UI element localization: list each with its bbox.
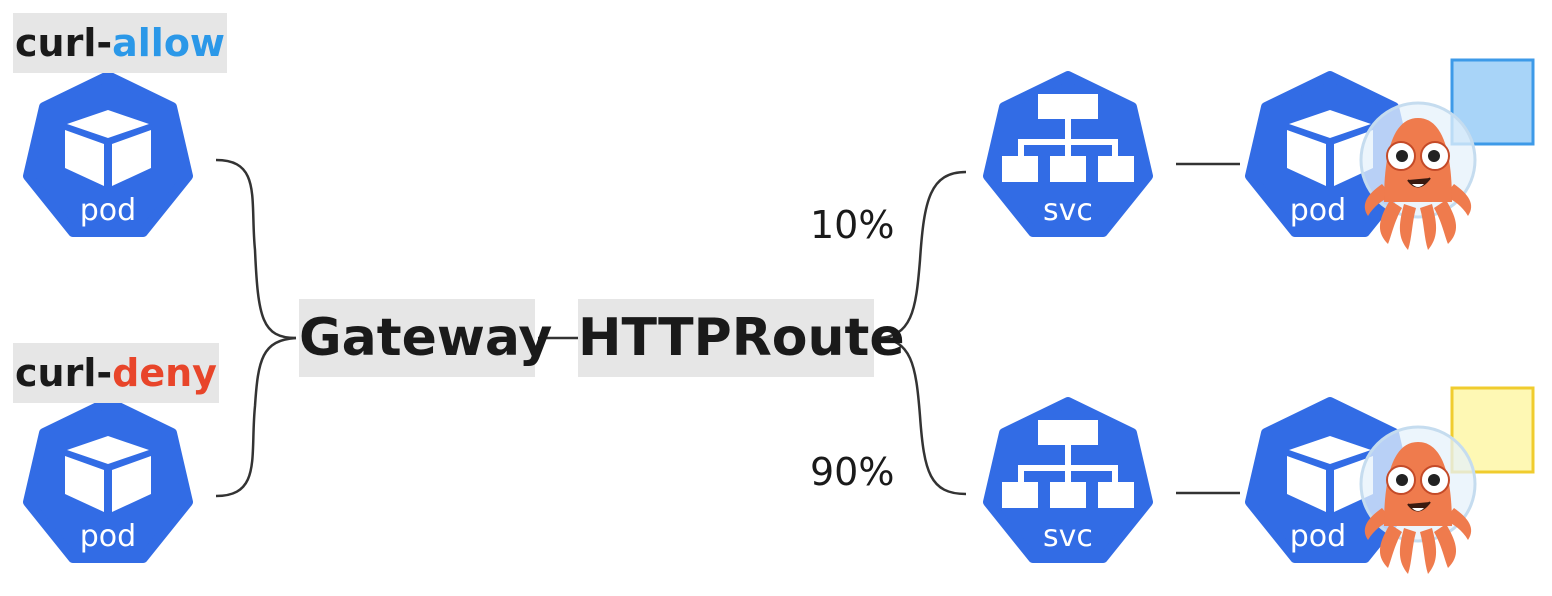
- edge-curl-allow-to-gateway: [215, 158, 297, 340]
- edge-httproute-to-svc-90: [875, 336, 967, 496]
- edge-httproute-to-svc-10: [875, 170, 967, 340]
- client-label-curl-deny: curl-deny: [13, 343, 219, 403]
- argo-octopus-icon: [1359, 101, 1477, 252]
- client-label-prefix: curl-: [15, 21, 113, 65]
- client-label-curl-allow: curl-allow: [13, 13, 228, 73]
- client-label-prefix: curl-: [15, 351, 113, 395]
- pod-label-target-10: pod: [1290, 193, 1346, 228]
- connector-lines: [215, 158, 1240, 498]
- gateway-label: Gateway: [299, 308, 553, 368]
- pod-label-curl-allow: pod: [80, 193, 136, 228]
- httproute-node: HTTPRoute: [578, 299, 905, 377]
- client-label-suffix-allow: allow: [112, 21, 226, 65]
- gateway-node: Gateway: [299, 299, 552, 377]
- traffic-weight-90: 90%: [810, 450, 895, 494]
- svc-label-10: svc: [1043, 193, 1093, 228]
- traffic-weight-10: 10%: [810, 203, 895, 247]
- argo-octopus-icon: [1359, 425, 1477, 576]
- pod-label-curl-deny: pod: [80, 519, 136, 554]
- edge-curl-deny-to-gateway: [215, 336, 297, 498]
- client-label-suffix-deny: deny: [112, 351, 217, 395]
- httproute-label: HTTPRoute: [578, 308, 905, 368]
- pod-label-target-90: pod: [1290, 519, 1346, 554]
- svc-label-90: svc: [1043, 519, 1093, 554]
